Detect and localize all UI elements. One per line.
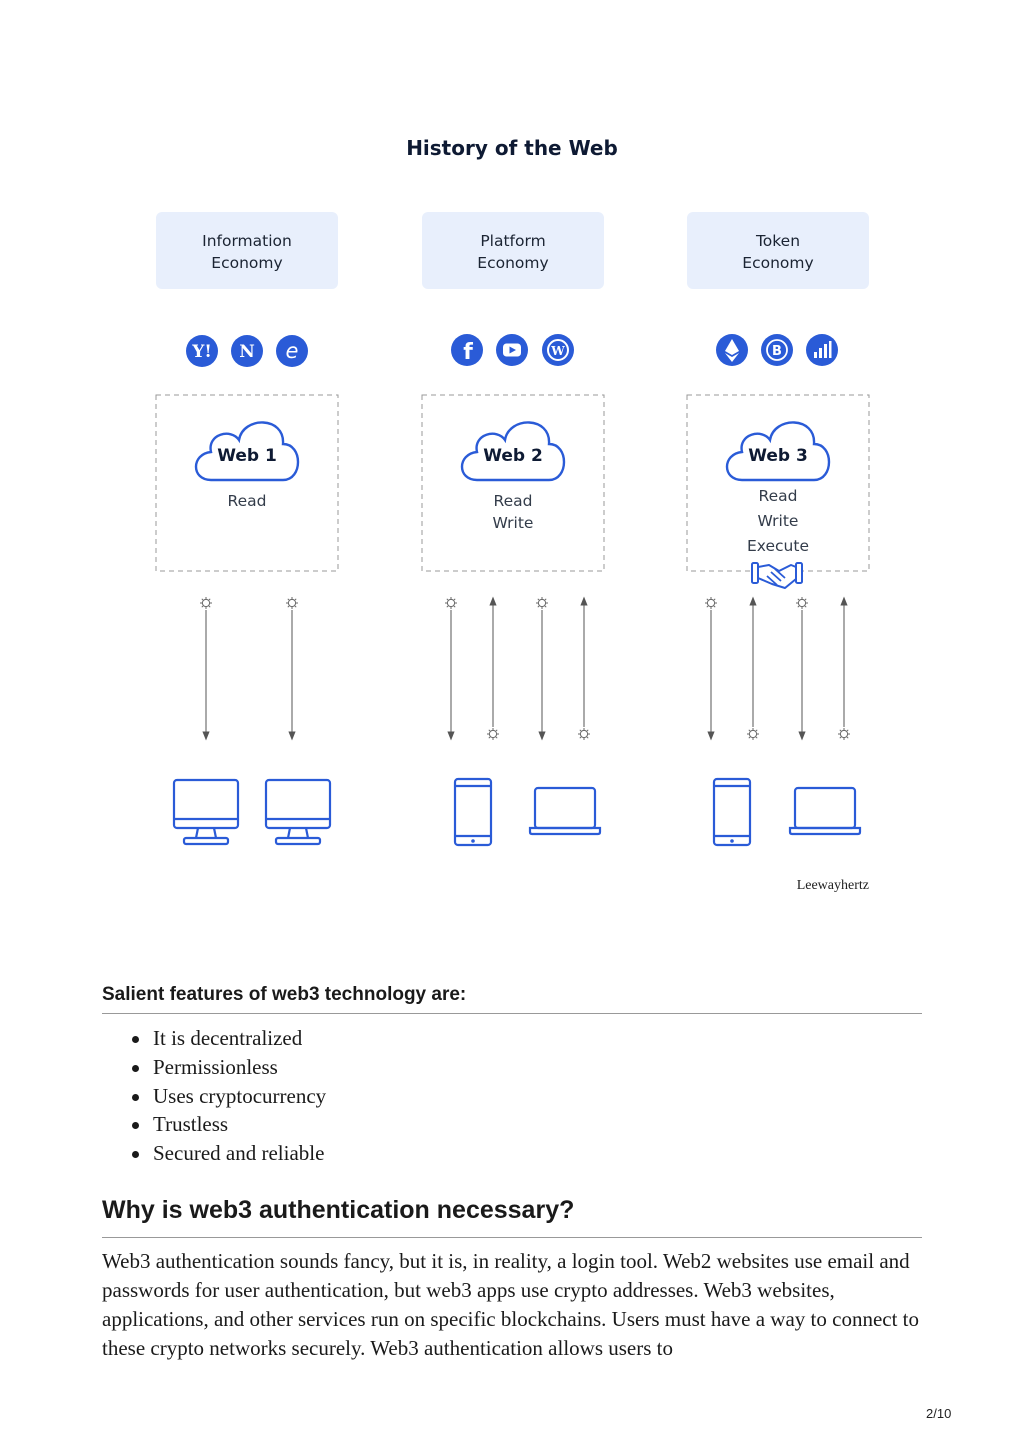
bar-chart-icon bbox=[806, 334, 838, 366]
svg-text:Y!: Y! bbox=[191, 342, 212, 362]
web-label: Web 2 bbox=[483, 446, 543, 466]
economy-label-line1: Platform bbox=[480, 232, 545, 250]
laptop-icon bbox=[788, 786, 862, 836]
web-label: Web 3 bbox=[748, 446, 808, 466]
ethereum-icon bbox=[716, 334, 748, 366]
list-item: Uses cryptocurrency bbox=[131, 1082, 326, 1111]
list-item: Secured and reliable bbox=[131, 1139, 326, 1168]
svg-text:W: W bbox=[550, 344, 565, 358]
diagram-title: History of the Web bbox=[406, 136, 618, 160]
economy-label-line1: Token bbox=[755, 232, 800, 250]
capability-read: Read bbox=[228, 492, 267, 510]
economy-box bbox=[156, 212, 338, 289]
list-item: It is decentralized bbox=[131, 1024, 326, 1053]
economy-label-line2: Economy bbox=[477, 254, 548, 272]
features-divider bbox=[102, 1013, 922, 1014]
economy-label-line1: Information bbox=[202, 232, 292, 250]
capability-read: Read bbox=[494, 492, 533, 510]
connection-lines bbox=[704, 596, 851, 741]
connection-lines bbox=[199, 596, 299, 741]
youtube-icon bbox=[496, 334, 528, 366]
internet-explorer-icon: e bbox=[276, 335, 308, 367]
list-item: Permissionless bbox=[131, 1053, 326, 1082]
features-list: It is decentralized Permissionless Uses … bbox=[131, 1024, 326, 1168]
section-heading: Why is web3 authentication necessary? bbox=[102, 1196, 575, 1224]
column-web3: Token Economy B Web 3 Read Write Execute bbox=[686, 212, 870, 847]
diagram-credit: Leewayhertz bbox=[797, 878, 869, 893]
page-number: 2/10 bbox=[926, 1406, 952, 1421]
bitcoin-icon: B bbox=[761, 334, 793, 366]
economy-label-line2: Economy bbox=[211, 254, 282, 272]
smartphone-icon bbox=[712, 777, 752, 847]
yahoo-icon: Y! bbox=[186, 335, 218, 367]
wordpress-icon: W bbox=[542, 334, 574, 366]
features-title: Salient features of web3 technology are: bbox=[102, 984, 467, 1005]
section-body: Web3 authentication sounds fancy, but it… bbox=[102, 1249, 920, 1360]
desktop-monitor-icon bbox=[172, 778, 240, 846]
capability-read: Read bbox=[759, 487, 798, 505]
web-box bbox=[421, 394, 605, 572]
list-item: Trustless bbox=[131, 1110, 326, 1139]
connection-lines bbox=[444, 596, 591, 741]
diagram-canvas: History of the Web Information Economy Y… bbox=[155, 136, 870, 893]
capability-write: Write bbox=[493, 514, 534, 532]
section-divider bbox=[102, 1237, 922, 1238]
capability-execute: Execute bbox=[747, 537, 809, 555]
column-web2: Platform Economy f W Web 2 Read Write bbox=[421, 212, 605, 847]
netscape-icon: N bbox=[231, 335, 263, 367]
svg-text:e: e bbox=[286, 339, 299, 363]
desktop-monitor-icon bbox=[264, 778, 332, 846]
smartphone-icon bbox=[453, 777, 493, 847]
web-label: Web 1 bbox=[217, 446, 277, 466]
economy-box bbox=[422, 212, 604, 289]
economy-label-line2: Economy bbox=[742, 254, 813, 272]
laptop-icon bbox=[528, 786, 602, 836]
economy-box bbox=[687, 212, 869, 289]
capability-write: Write bbox=[758, 512, 799, 530]
web-box bbox=[155, 394, 339, 572]
web-box bbox=[686, 394, 870, 572]
svg-text:B: B bbox=[772, 344, 782, 359]
svg-text:N: N bbox=[239, 342, 255, 362]
svg-text:f: f bbox=[463, 340, 473, 365]
column-web1: Information Economy Y! N e Web 1 Read bbox=[155, 212, 339, 846]
history-of-web-diagram: History of the Web Information Economy Y… bbox=[155, 136, 870, 893]
facebook-icon: f bbox=[451, 334, 483, 366]
handshake-icon bbox=[751, 562, 803, 589]
